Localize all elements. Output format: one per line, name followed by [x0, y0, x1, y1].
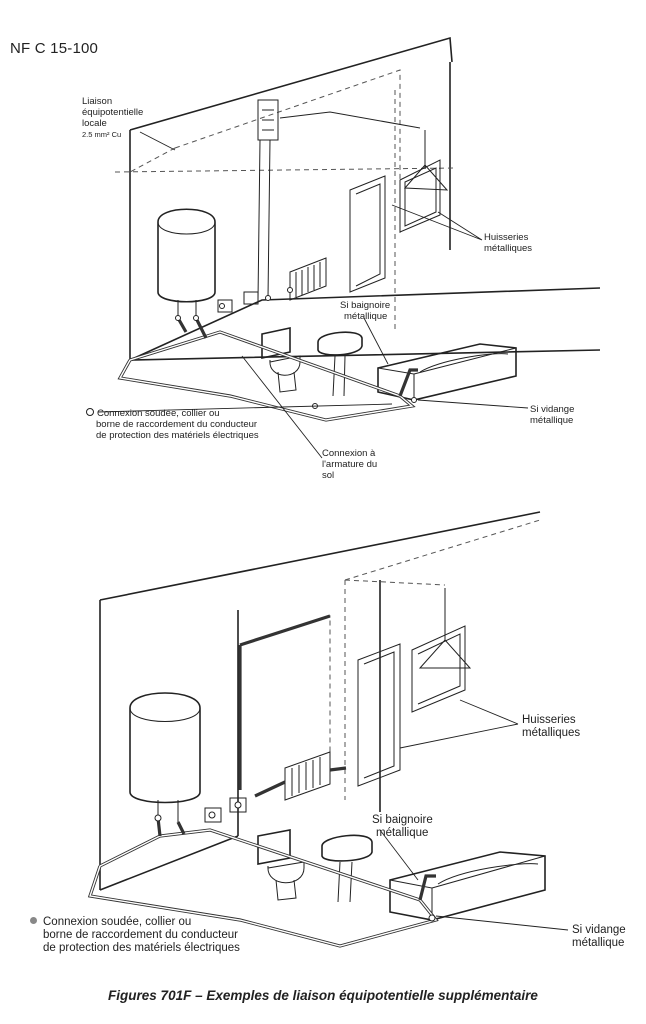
top-socket-2: [243, 291, 259, 305]
top-connection-dot: [219, 303, 225, 309]
top-label-huisseries: Huisseries métalliques: [484, 232, 533, 254]
top-connection-dot: [411, 397, 417, 403]
bottom-label-vidange: Si vidange métallique: [572, 924, 626, 949]
top-label-vidange: Si vidange métallique: [530, 404, 575, 426]
top-label-liaison-locale: Liaison équipotentielle locale 2.5 mm² C…: [82, 96, 144, 139]
bottom-label-baignoire: Si baignoire métallique: [372, 814, 433, 839]
top-connection-dot: [175, 315, 181, 321]
legend-dot-icon: [86, 408, 94, 416]
top-legend: Connexion soudée, collier ou borne de ra…: [86, 408, 259, 441]
top-junction-box: [257, 99, 279, 141]
figure-caption: Figures 701F – Exemples de liaison équip…: [108, 988, 538, 1003]
bottom-legend: Connexion soudée, collier ou borne de ra…: [30, 916, 240, 955]
top-connection-dot: [287, 287, 293, 293]
top-door: [349, 175, 386, 293]
top-label-armature: Connexion à l'armature du sol: [322, 448, 378, 481]
top-toilet-cistern: [261, 327, 291, 359]
top-dashed-liaison: [129, 69, 401, 330]
top-connection-dot: [193, 315, 199, 321]
legend-dot-icon: [30, 917, 37, 924]
top-water-heater: [157, 208, 216, 303]
top-window: [399, 159, 441, 233]
top-label-section: 2.5 mm² Cu: [82, 130, 122, 139]
top-label-baignoire: Si baignoire métallique: [340, 300, 391, 322]
top-washbasin: [317, 331, 363, 356]
standard-reference: NF C 15-100: [10, 40, 99, 57]
bottom-label-huisseries: Huisseries métalliques: [522, 714, 581, 739]
top-socket-1: [217, 299, 233, 313]
top-lamp: [403, 164, 449, 191]
top-connection-dot: [265, 295, 271, 301]
top-bathtub: [377, 343, 517, 401]
